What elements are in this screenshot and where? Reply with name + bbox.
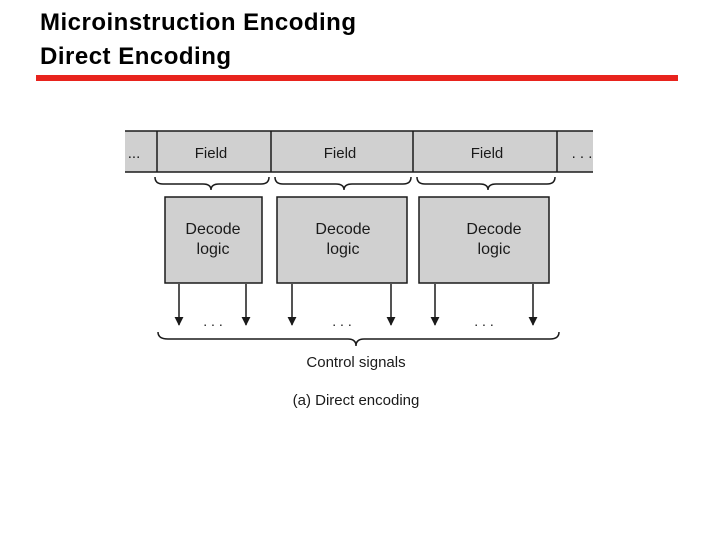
- decode-label-line2: logic: [478, 241, 511, 258]
- signal-ellipsis: . . .: [474, 313, 493, 329]
- decode-logic-box: [276, 196, 408, 284]
- decode-label-line1: Decode: [185, 221, 240, 238]
- field-brace: [154, 176, 270, 191]
- decode-label-line1: Decode: [315, 221, 370, 238]
- decode-label-line2: logic: [197, 241, 230, 258]
- field-label: Field: [324, 145, 357, 162]
- decode-label-line1: Decode: [466, 221, 521, 238]
- field-brace: [416, 176, 556, 191]
- field-label: Field: [195, 145, 228, 162]
- field-braces: [154, 176, 556, 191]
- field-left-ellipsis: ...: [128, 145, 141, 162]
- control-signals-brace: [157, 331, 560, 347]
- signal-ellipsis: . . .: [203, 313, 222, 329]
- decoder-1: Decode logic: [164, 196, 263, 284]
- decoder-2: Decode logic: [276, 196, 408, 284]
- control-signals-label: Control signals: [306, 354, 405, 371]
- field-label: Field: [471, 145, 504, 162]
- field-strip-background: [125, 131, 593, 172]
- title-line-2: Direct Encoding: [40, 43, 232, 70]
- field-brace: [274, 176, 412, 191]
- decode-logic-box: [418, 196, 550, 284]
- decode-logic-box: [164, 196, 263, 284]
- microinstruction-strip: ... Field Field Field . . .: [125, 130, 593, 173]
- control-signal-arrows: [174, 284, 538, 326]
- diagram-caption: (a) Direct encoding: [293, 392, 420, 409]
- field-right-ellipsis: . . .: [572, 145, 593, 162]
- title-rule: [36, 75, 678, 81]
- decoder-3: Decode logic: [418, 196, 550, 284]
- decode-label-line2: logic: [327, 241, 360, 258]
- signal-ellipsis: . . .: [332, 313, 351, 329]
- slide-title: Microinstruction Encoding Direct Encodin…: [40, 6, 357, 74]
- title-line-1: Microinstruction Encoding: [40, 9, 357, 36]
